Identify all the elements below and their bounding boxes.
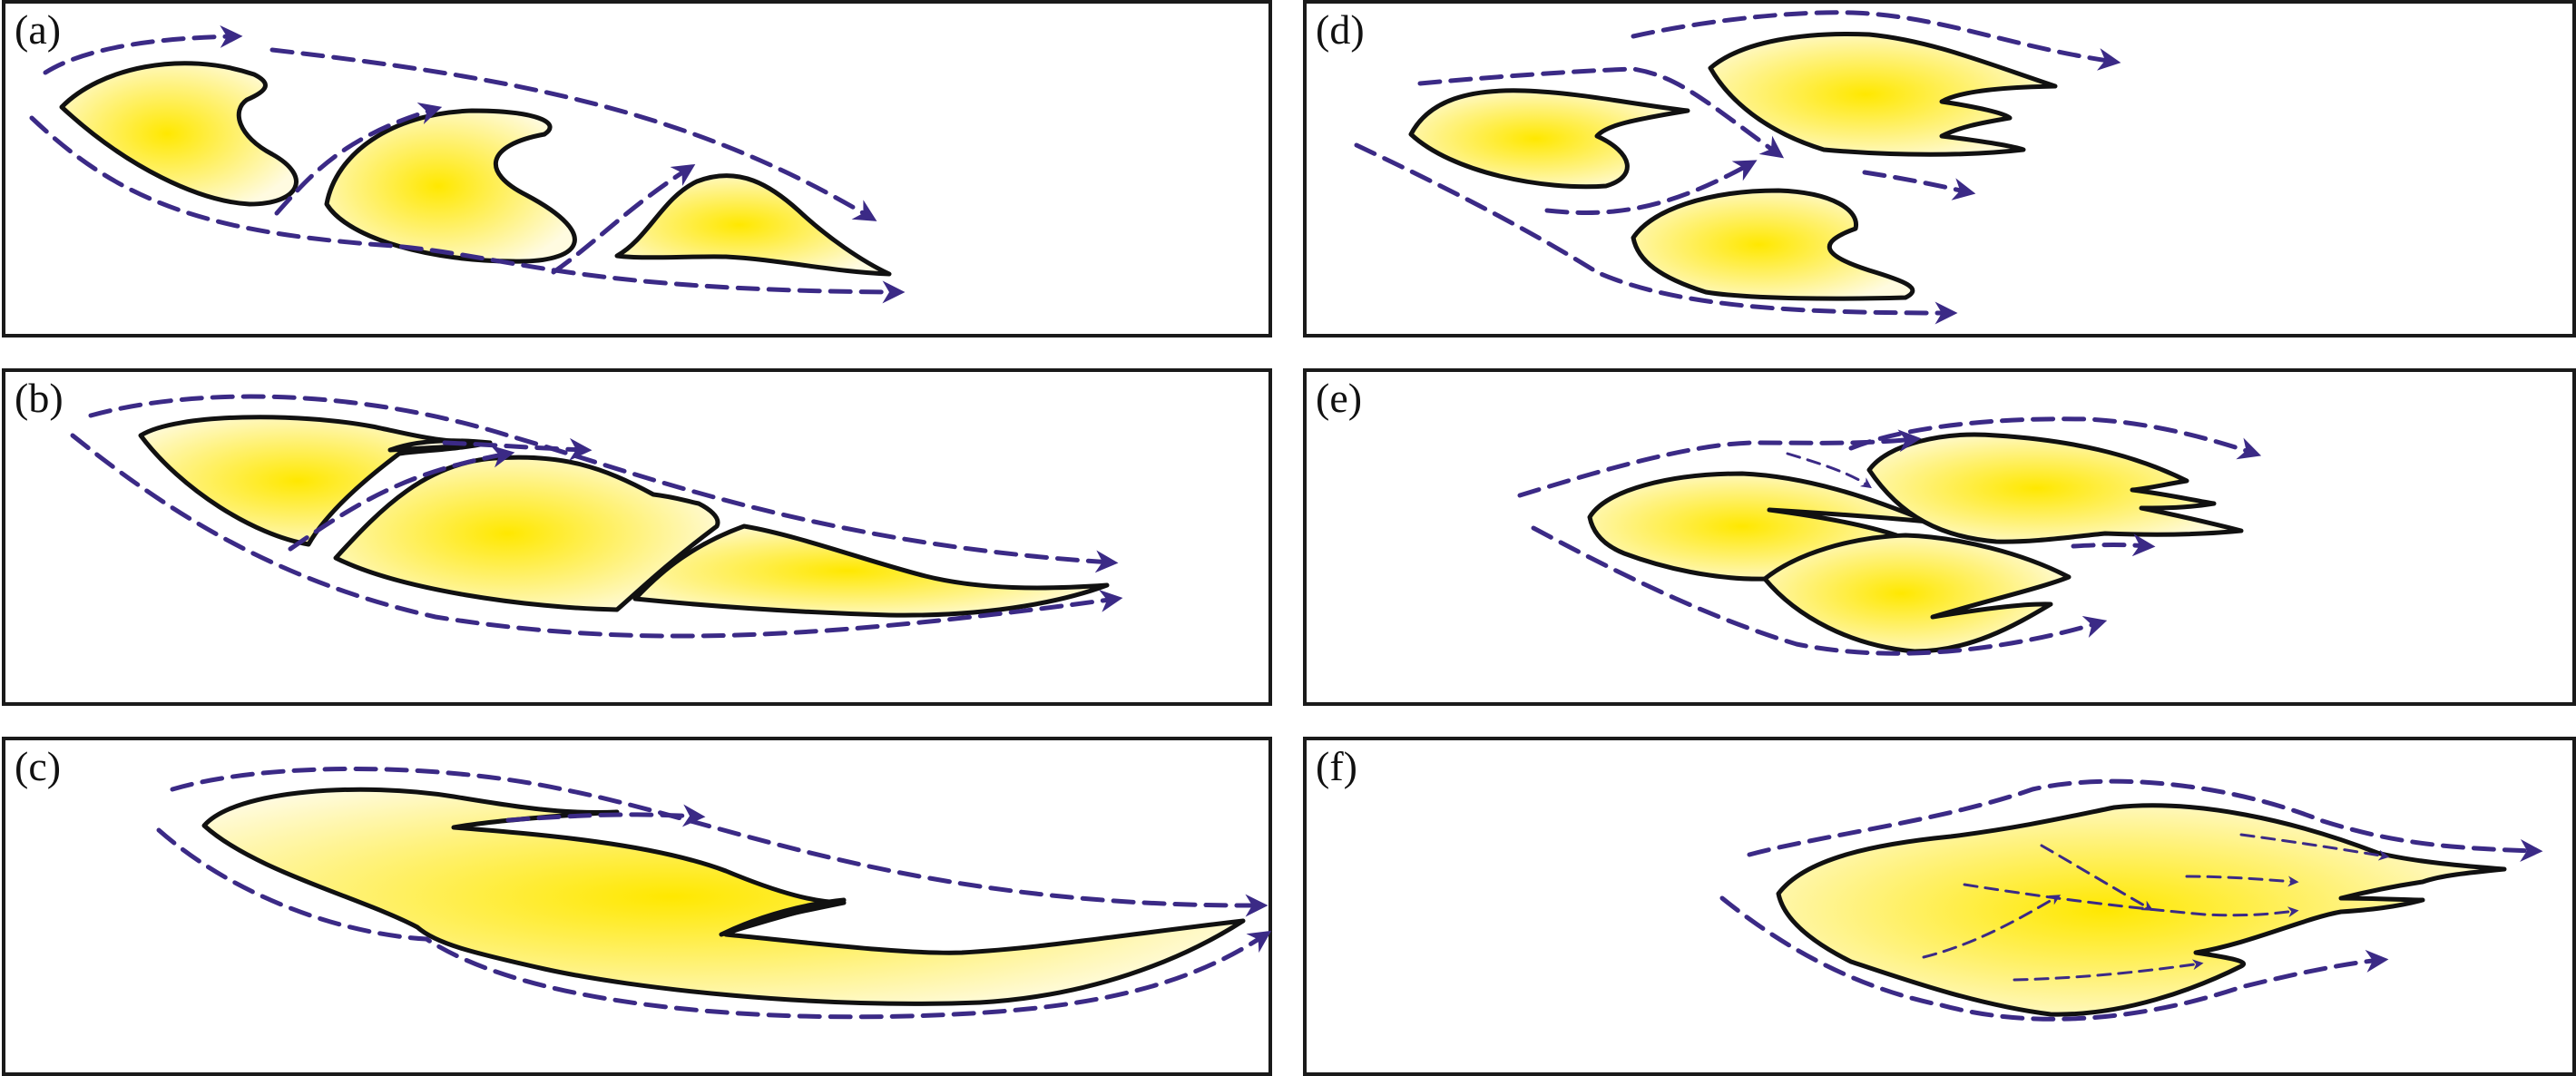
flow-arrow-f7 — [2239, 833, 2390, 861]
flow-arrow-d2 — [1631, 10, 2121, 71]
flow-arrow-e4 — [2071, 533, 2156, 557]
blob-a3 — [614, 173, 892, 277]
blob-c-slit — [719, 897, 847, 937]
flow-arrow-a4 — [551, 163, 696, 275]
flow-arrow-b3 — [288, 445, 515, 552]
panel-d-label: (d) — [1316, 6, 1365, 53]
panel-b-label: (b) — [15, 375, 64, 421]
flow-arrow-a1 — [43, 24, 243, 75]
flow-arrow-e2 — [1848, 416, 2262, 460]
flow-arrow-f4 — [1963, 883, 2299, 918]
blob-b3 — [632, 523, 1110, 618]
flow-arrow-e5 — [1531, 525, 2108, 656]
blob-a1 — [59, 61, 299, 207]
flow-arrow-f8 — [2013, 959, 2204, 982]
panel-e-label: (e) — [1316, 375, 1363, 421]
blob-e1 — [1587, 471, 1931, 582]
flow-arrow-a3 — [274, 103, 443, 216]
panel-d-drawing — [1354, 10, 2121, 325]
blob-e2 — [1866, 432, 2244, 544]
panel-b-drawing — [70, 394, 1123, 639]
panel-f-label: (f) — [1316, 743, 1357, 789]
blob-d3 — [1631, 188, 1915, 301]
flow-arrow-c2 — [505, 804, 706, 827]
panel-c-label: (c) — [15, 743, 62, 789]
panel-f-drawing — [1719, 778, 2543, 1022]
flow-arrow-b4 — [70, 433, 1123, 639]
flow-arrow-f6 — [2185, 875, 2299, 887]
flow-arrow-e3 — [1786, 452, 1872, 489]
panel-a-label: (a) — [15, 6, 62, 53]
flow-arrow-a5 — [29, 115, 906, 304]
flow-arrow-d5 — [1354, 142, 1958, 325]
flow-arrow-f2 — [1719, 895, 2389, 1022]
flow-arrow-f3 — [1922, 895, 2062, 959]
panel-c-drawing — [156, 767, 1272, 1020]
flow-arrow-b1 — [88, 394, 1119, 573]
blob-a2 — [324, 108, 577, 264]
panel-e-drawing — [1517, 416, 2262, 656]
blob-d2 — [1708, 32, 2058, 157]
flow-arrow-f5 — [2040, 844, 2154, 911]
flow-arrow-d1 — [1417, 66, 1785, 159]
flow-arrow-d4 — [1862, 170, 1976, 201]
flow-arrow-f1 — [1747, 778, 2543, 862]
flow-arrow-c1 — [170, 767, 1268, 917]
blob-d1 — [1408, 88, 1690, 190]
blob-e3 — [1762, 533, 2072, 654]
panel-a-drawing — [29, 24, 906, 304]
flow-arrow-a2 — [269, 47, 877, 221]
flow-arrow-d3 — [1544, 160, 1758, 215]
flow-arrow-c3 — [156, 827, 1272, 1020]
blob-c1 — [201, 787, 1246, 1006]
